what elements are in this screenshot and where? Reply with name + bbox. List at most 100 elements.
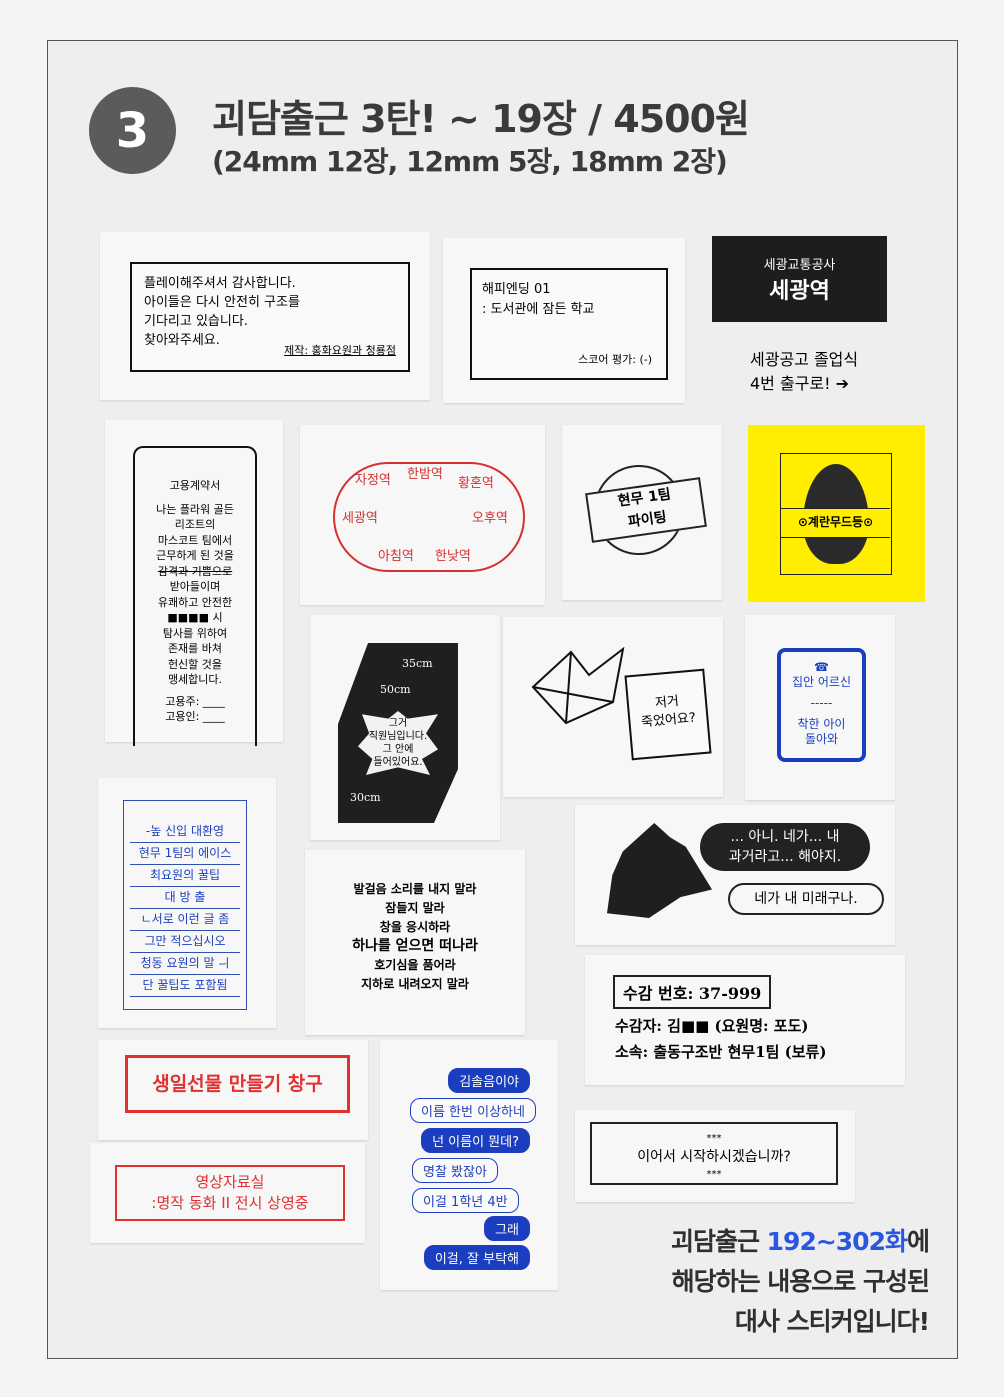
contract-line: 받아들이며 <box>169 580 221 593</box>
wolf-icon <box>607 823 712 918</box>
station-label: 자정역 <box>355 473 391 488</box>
video-subtitle: :명작 동화 II 전시 상영중 <box>151 1194 309 1212</box>
notebook-line: -높 신입 대환영 <box>130 821 240 843</box>
sticker-chat: 김솔음이야 이름 한번 이상하네 넌 이름이 뭔데? 명찰 봤잖아 이걸 1학년… <box>380 1040 558 1290</box>
station-label: 아침역 <box>378 549 414 564</box>
caption-highlight: 192~302화 <box>766 1227 908 1256</box>
sticker-box: 35cm 50cm 30cm 그거 직원님입니다. 그 안에 들어있어요. <box>310 615 500 840</box>
contract-line: 나는 플라워 골든 <box>156 502 234 516</box>
caption-text: 해당하는 내용으로 구성된 <box>671 1267 930 1296</box>
station-note: 4번 출구로! ➔ <box>750 374 850 393</box>
contract-employee: 고용인: ____ <box>165 710 225 723</box>
sticker-station: 세광교통공사 세광역 세광공고 졸업식 4번 출구로! ➔ <box>712 236 887 401</box>
egg-label: ⊙계란무드등⊙ <box>781 508 890 538</box>
sticker-thanks: 플레이해주셔서 감사합니다. 아이들은 다시 안전히 구조를 기다리고 있습니다… <box>100 232 430 400</box>
continue-text: 이어서 시작하시겠습니까? <box>637 1149 791 1165</box>
box-text: 그 안에 <box>382 744 414 755</box>
contract-employer: 고용주: ____ <box>165 694 225 708</box>
notebook-line: 대 방 출 <box>130 887 240 909</box>
birthday-text: 생일선물 만들기 창구 <box>125 1055 350 1113</box>
sticker-boat: 저거 죽었어요? <box>503 617 723 797</box>
chat-bubble: 그래 <box>484 1216 530 1241</box>
contract-line: ■■■■ 시 <box>167 611 223 624</box>
contract-line: 마스코트 팀에서 <box>157 533 233 547</box>
box-dimension: 35cm <box>402 657 433 670</box>
caption-text: 에 <box>906 1227 930 1256</box>
thanks-line: 기다리고 있습니다. <box>144 314 248 329</box>
contract-line: 감격과 기쁨으로 <box>157 564 233 578</box>
contract-line: 근무하게 된 것을 <box>156 549 234 562</box>
wolf-bubble-text: ... 아니. 네가... 내 <box>730 829 840 845</box>
prisoner-name: 수감자: 김■■ (요원명: 포도) <box>615 1017 809 1035</box>
rule-line: 지하로 내려오지 말라 <box>361 977 469 991</box>
phone-text: 집안 어르신 <box>791 675 851 689</box>
product-title: 괴담출근 3탄! ~ 19장 / 4500원 <box>212 97 750 141</box>
sticker-notebook: -높 신입 대환영 현무 1팀의 에이스 최요원의 꿀팁 대 방 출 ㄴ서로 이… <box>98 778 276 1028</box>
station-label: 오후역 <box>472 511 508 526</box>
box-dimension: 30cm <box>350 791 381 804</box>
contract-line: 맹세합니다. <box>167 673 223 686</box>
chat-bubble: 이름 한번 이상하네 <box>410 1098 536 1123</box>
sticker-rules: 발걸음 소리를 내지 말라 잠들지 말라 창을 응시하라 하나를 얻으면 떠나라… <box>305 850 525 1035</box>
sticker-continue: *** 이어서 시작하시겠습니까? *** <box>575 1110 855 1202</box>
contract-line: 존재를 바쳐 <box>167 642 223 655</box>
paper-boat-icon <box>531 647 625 725</box>
thanks-line: 아이들은 다시 안전히 구조를 <box>144 295 300 310</box>
notebook-line: 그만 적으십시오 <box>130 931 240 953</box>
phone-icon: ☎ <box>814 660 829 674</box>
box-text: 그거 <box>388 718 408 729</box>
ending-score: 스코어 평가: (-) <box>578 353 652 366</box>
prisoner-number: 수감 번호: 37-999 <box>613 975 772 1009</box>
box-dimension: 50cm <box>380 683 411 696</box>
phone-divider: ----- <box>810 696 833 710</box>
caption-text: 대사 스티커입니다! <box>734 1307 930 1336</box>
notebook-line: 청동 요원의 말 ㅢ <box>130 953 240 975</box>
chat-bubble: 이걸, 잘 부탁해 <box>423 1245 530 1270</box>
station-label: 세광역 <box>342 511 378 526</box>
product-subtitle: (24mm 12장, 12mm 5장, 18mm 2장) <box>212 145 728 178</box>
ending-subtitle: : 도서관에 잠든 학교 <box>482 302 595 317</box>
caption-text: 괴담출근 <box>670 1227 767 1256</box>
rule-line: 잠들지 말라 <box>385 901 445 915</box>
contract-line: 유쾌하고 안전한 <box>157 595 233 609</box>
phone-text: 착한 아이 <box>797 717 846 731</box>
chat-bubble: 넌 이름이 뭔데? <box>421 1128 530 1153</box>
contract-line: 리조트의 <box>174 518 216 531</box>
sticker-subway-map: 자정역 한밤역 황혼역 세광역 오후역 아침역 한낮역 <box>300 425 545 605</box>
station-note: 세광공고 졸업식 <box>750 350 859 369</box>
rule-line: 발걸음 소리를 내지 말라 <box>353 882 477 896</box>
notebook-line: 현무 1팀의 에이스 <box>130 843 240 865</box>
phone-text: 돌아와 <box>804 732 839 746</box>
chat-bubble: 명찰 봤잖아 <box>412 1158 498 1183</box>
sticker-ending: 해피엔딩 01 : 도서관에 잠든 학교 스코어 평가: (-) <box>443 238 685 403</box>
notebook-line: 최요원의 꿀팁 <box>130 865 240 887</box>
box-text: 직원님입니다. <box>368 731 428 742</box>
sticker-contract: 고용계약서 나는 플라워 골든 리조트의 마스코트 팀에서 근무하게 된 것을 … <box>105 420 283 746</box>
thanks-line: 찾아와주세요. <box>144 333 220 348</box>
notebook-line: ㄴ서로 이런 글 좀 <box>130 909 240 931</box>
sticker-birthday: 생일선물 만들기 창구 <box>98 1040 368 1140</box>
video-title: 영상자료실 <box>195 1173 265 1191</box>
contract-line: 탐사를 위하여 <box>162 626 228 640</box>
wolf-bubble-reply: 네가 내 미래구나. <box>728 883 884 915</box>
station-label: 한밤역 <box>407 467 443 482</box>
contract-title: 고용계약서 <box>169 479 221 492</box>
chat-bubble: 김솔음이야 <box>448 1068 530 1093</box>
station-label: 황혼역 <box>458 476 494 491</box>
sticker-phone: ☎ 집안 어르신 ----- 착한 아이 돌아와 <box>745 615 895 800</box>
station-name: 세광역 <box>769 279 830 304</box>
section-number-badge: 3 <box>89 87 176 174</box>
station-company: 세광교통공사 <box>763 258 836 273</box>
rule-line: 하나를 얻으면 떠나라 <box>352 938 478 954</box>
continue-stars: *** <box>706 1133 722 1144</box>
footer-caption: 괴담출근 192~302화에 해당하는 내용으로 구성된 대사 스티커입니다! <box>670 1222 930 1342</box>
thanks-line: 플레이해주셔서 감사합니다. <box>144 276 296 291</box>
prisoner-team: 소속: 출동구조반 현무1팀 (보류) <box>615 1043 827 1061</box>
continue-stars: *** <box>706 1169 722 1180</box>
sticker-egg-lamp: ⊙계란무드등⊙ <box>748 425 925 602</box>
wolf-bubble-text: 과거라고... 해야지. <box>728 849 842 865</box>
chat-bubble: 이걸 1학년 4반 <box>412 1188 519 1213</box>
sticker-wolf: ... 아니. 네가... 내 과거라고... 해야지. 네가 내 미래구나. <box>575 805 895 945</box>
ending-title: 해피엔딩 01 <box>482 282 551 297</box>
thanks-credit: 제작: 홍화요원과 청룡점 <box>284 344 396 357</box>
